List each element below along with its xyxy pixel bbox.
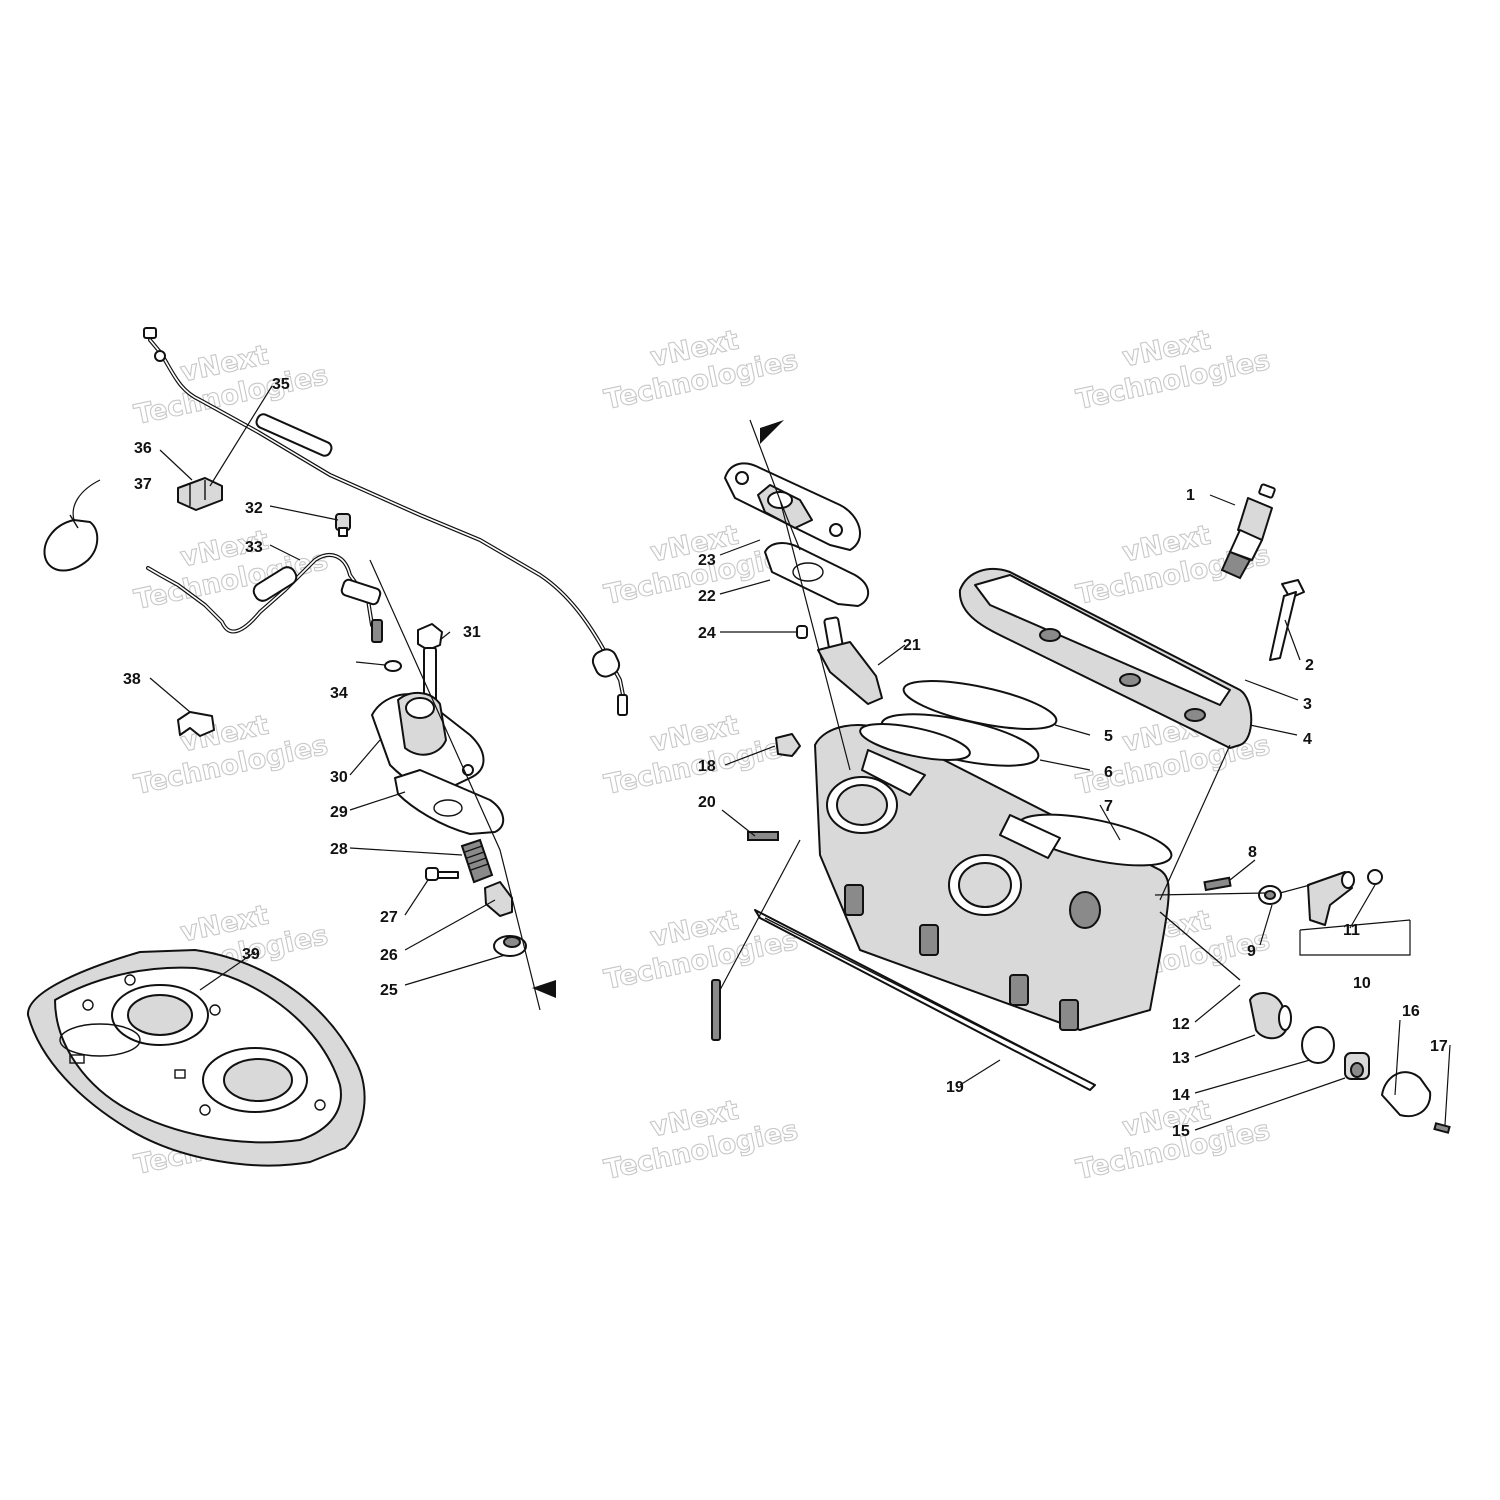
callout-36: 36 [134,440,152,457]
callout-13: 13 [1172,1050,1190,1067]
watermark: vNext Technologies [131,709,331,801]
callout-34: 34 [330,685,348,702]
arrow-marker [760,420,784,444]
part-15-bushing [1344,1052,1370,1080]
part-17-screw [1433,1122,1451,1134]
part-34-washer [384,660,402,672]
callout-23: 23 [698,552,716,569]
part-4-cylinder-head [958,568,1253,749]
part-23-manifold-plate [724,462,861,551]
part-26-valve [484,881,513,917]
part-21-valve [817,616,883,705]
watermark: vNext Technologies [1073,324,1273,416]
callout-33: 33 [245,539,263,556]
callout-32: 32 [245,500,263,517]
part-25-seal [493,935,527,957]
callout-22: 22 [698,588,716,605]
callout-7: 7 [1104,798,1113,815]
part-39-gasket-kit [26,949,366,1167]
callout-18: 18 [698,758,716,775]
callout-24: 24 [698,625,716,642]
watermark: vNext Technologies [601,904,801,996]
callout-12: 12 [1172,1016,1190,1033]
arrow-marker [532,980,556,998]
callout-17: 17 [1430,1038,1448,1055]
direction-arrows [532,420,784,998]
callout-10: 10 [1353,975,1371,992]
part-37-band-clamp [43,514,99,572]
callout-labels: 1 2 3 4 5 6 7 8 9 10 11 12 13 14 15 16 1… [123,376,1448,1140]
part-32-fitting [335,513,351,537]
watermark: vNext Technologies [601,1094,801,1186]
leader-lines [72,385,1451,1131]
part-28-spring [460,838,494,884]
callout-19: 19 [946,1079,964,1096]
callout-6: 6 [1104,764,1113,781]
callout-31: 31 [463,624,481,641]
part-24-dowel [796,625,808,639]
part-38-bracket [177,711,215,737]
callout-35: 35 [272,376,290,393]
part-36-clip [177,477,223,511]
part-7-cylinder [814,723,1173,1031]
callout-8: 8 [1248,844,1257,861]
part-16-cover [1381,1071,1432,1118]
watermark: vNext Technologies [601,324,801,416]
callout-37: 37 [134,476,152,493]
callout-26: 26 [380,947,398,964]
part-10-fitting-assembly [1307,871,1355,926]
part-12-rod [1159,911,1241,981]
callout-9: 9 [1247,943,1256,960]
part-8-stud [1203,876,1232,892]
part-1-spark-plug [1220,483,1276,580]
part-35-cable [143,327,628,716]
callout-39: 39 [242,946,260,963]
callout-3: 3 [1303,696,1312,713]
callout-29: 29 [330,804,348,821]
part-9-seal [1258,885,1282,905]
callout-25: 25 [380,982,398,999]
callout-30: 30 [330,769,348,786]
part-2-bolt [1269,579,1305,661]
part-19-base-gasket [754,909,1096,1091]
callout-1: 1 [1186,487,1195,504]
part-22-gasket [764,542,870,607]
callout-14: 14 [1172,1087,1190,1104]
callout-4: 4 [1303,731,1312,748]
part-27-screw [425,867,459,881]
watermark: vNext Technologies [131,524,331,616]
long-stud [711,979,721,1041]
callout-11: 11 [1343,922,1360,939]
part-29-gasket [394,769,505,835]
callout-38: 38 [123,671,141,688]
part-14-o-ring [1301,1026,1335,1064]
callout-21: 21 [903,637,921,654]
callout-20: 20 [698,794,716,811]
callout-15: 15 [1172,1123,1190,1140]
part-18-nut [775,733,801,757]
part-11-o-ring [1367,869,1383,885]
callout-27: 27 [380,909,398,926]
part-20-stud [747,831,779,841]
callout-2: 2 [1305,657,1314,674]
callout-16: 16 [1402,1003,1420,1020]
part-33-cable [146,553,383,643]
part-13-cap [1249,992,1292,1040]
callout-5: 5 [1104,728,1113,745]
callout-28: 28 [330,841,348,858]
watermark: vNext Technologies [1073,1094,1273,1186]
